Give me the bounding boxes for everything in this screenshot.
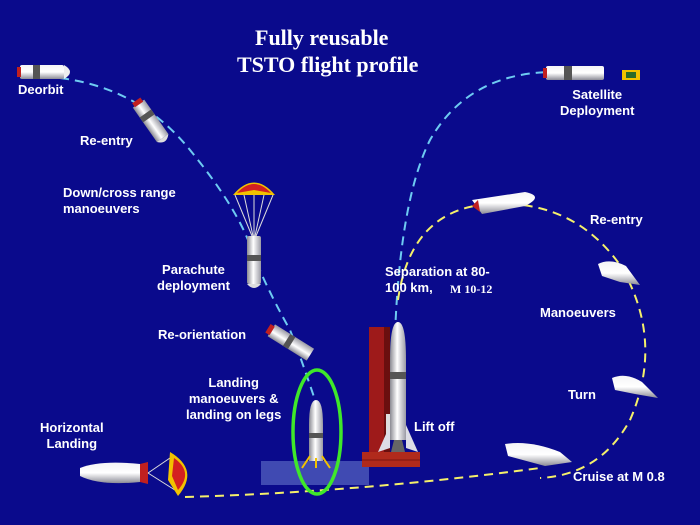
booster-on-legs — [301, 400, 331, 469]
parachute-booster — [233, 182, 275, 288]
rocket-on-pad — [378, 322, 418, 452]
diagram-title-line1: Fully reusable — [255, 25, 389, 50]
label-reorientation: Re-orientation — [158, 327, 247, 342]
label-cruise: Cruise at M 0.8 — [573, 469, 665, 484]
orbiter-cruise — [505, 443, 572, 466]
label-parachute-deployment: Parachute deployment — [157, 262, 230, 293]
label-turn: Turn — [568, 387, 596, 402]
orbiter-separation — [472, 192, 535, 214]
orbiter-reentry — [598, 261, 640, 285]
diagram-title-line2: TSTO flight profile — [237, 52, 419, 77]
booster-reentry — [132, 97, 169, 143]
label-satellite-deployment: Satellite Deployment — [560, 87, 635, 118]
cruise-path — [184, 467, 541, 498]
label-down-cross-range: Down/cross range manoeuvers — [63, 185, 176, 216]
booster-deorbit — [17, 65, 70, 79]
label-landing-on-legs: Landing manoeuvers & landing on legs — [186, 375, 282, 422]
label-lift-off: Lift off — [414, 419, 455, 434]
booster-return-path — [59, 77, 316, 401]
ascent-path — [394, 70, 561, 336]
label-deorbit: Deorbit — [18, 82, 64, 97]
label-manoeuvres: Manoeuvers — [540, 305, 616, 320]
label-horizontal-landing: Horizontal Landing — [40, 420, 104, 451]
orbiter-turn — [612, 375, 658, 398]
satellite-deployment-vehicle — [543, 66, 640, 80]
label-mach-range: M 10-12 — [450, 282, 493, 296]
landing-highlight-ellipse — [291, 368, 343, 496]
orbiter-return-path — [397, 202, 647, 479]
label-reentry-orbiter: Re-entry — [590, 212, 643, 227]
launch-tower — [362, 327, 420, 467]
label-reentry-booster: Re-entry — [80, 133, 133, 148]
booster-reorientation — [265, 323, 315, 361]
label-separation: Separation at 80- 100 km, — [385, 264, 490, 295]
orbiter-horizontal-landing — [80, 452, 188, 496]
